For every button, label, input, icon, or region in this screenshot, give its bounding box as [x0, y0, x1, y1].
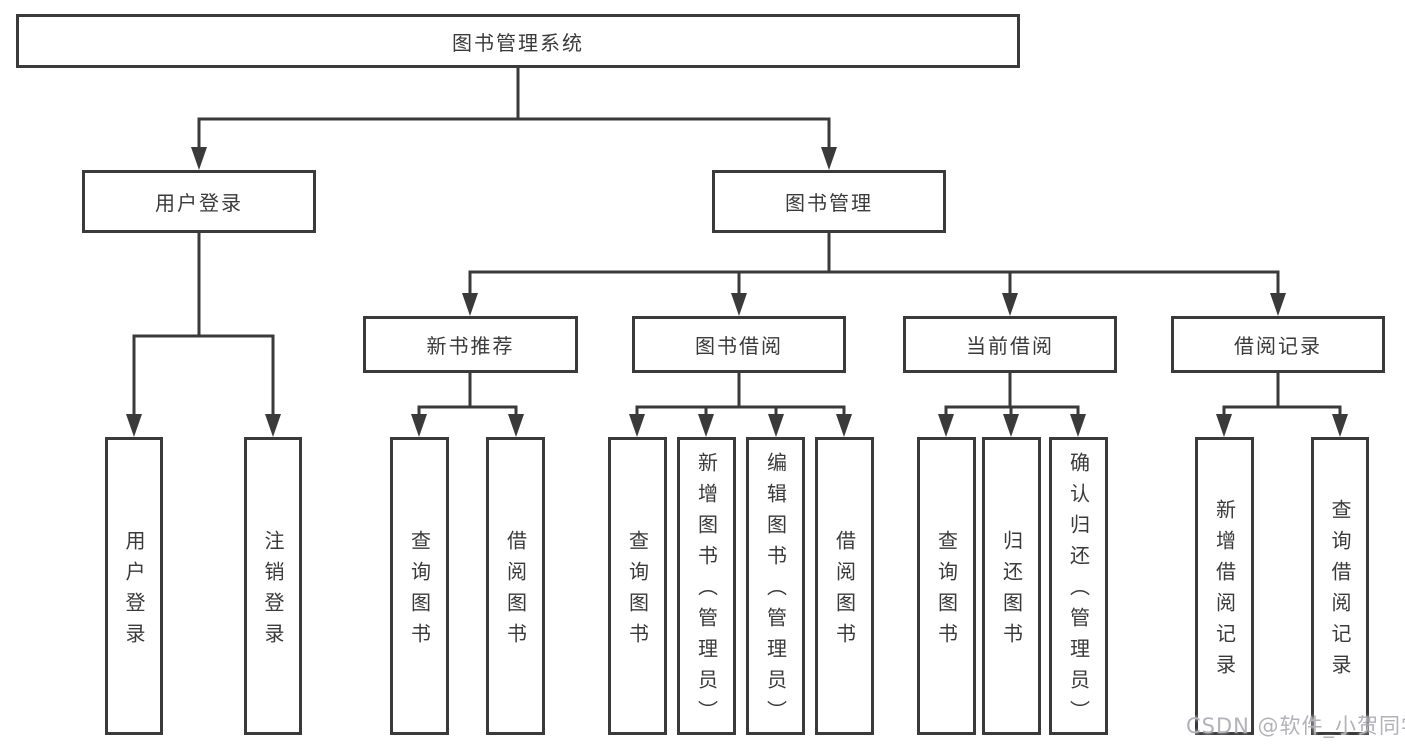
leaf-recommend-borrow-books: 借阅图书	[486, 437, 545, 735]
node-book-borrowing: 图书借阅	[632, 316, 846, 373]
leaf-borrowing-query-books: 查询图书	[608, 437, 667, 735]
leaf-borrowing-edit-books-admin: 编辑图书（管理员）	[746, 437, 805, 735]
leaf-borrowing-add-books-admin: 新增图书（管理员）	[677, 437, 736, 735]
leaf-logout: 注销登录	[244, 437, 302, 735]
node-user-login: 用户登录	[82, 170, 316, 233]
leaf-records-query-borrow-record: 查询借阅记录	[1311, 437, 1369, 735]
node-book-management-label: 图书管理	[785, 191, 873, 215]
leaf-recommend-query-books: 查询图书	[390, 437, 449, 735]
leaf-borrowing-borrow-books: 借阅图书	[815, 437, 874, 735]
leaf-user-login: 用户登录	[105, 437, 163, 735]
node-root-label: 图书管理系统	[452, 30, 584, 55]
leaf-records-add-borrow-record: 新增借阅记录	[1195, 437, 1254, 735]
leaf-current-confirm-return-admin: 确认归还（管理员）	[1049, 437, 1108, 735]
node-user-login-label: 用户登录	[155, 191, 243, 215]
leaf-current-return-books: 归还图书	[982, 437, 1041, 735]
node-current-borrowing: 当前借阅	[903, 316, 1117, 373]
node-book-management: 图书管理	[712, 170, 946, 233]
node-new-book-recommend: 新书推荐	[363, 316, 578, 373]
node-borrow-records: 借阅记录	[1171, 316, 1385, 373]
csdn-watermark: CSDN @软件_小贺同学	[1186, 714, 1405, 738]
node-root: 图书管理系统	[16, 14, 1020, 68]
leaf-current-query-books: 查询图书	[917, 437, 976, 735]
